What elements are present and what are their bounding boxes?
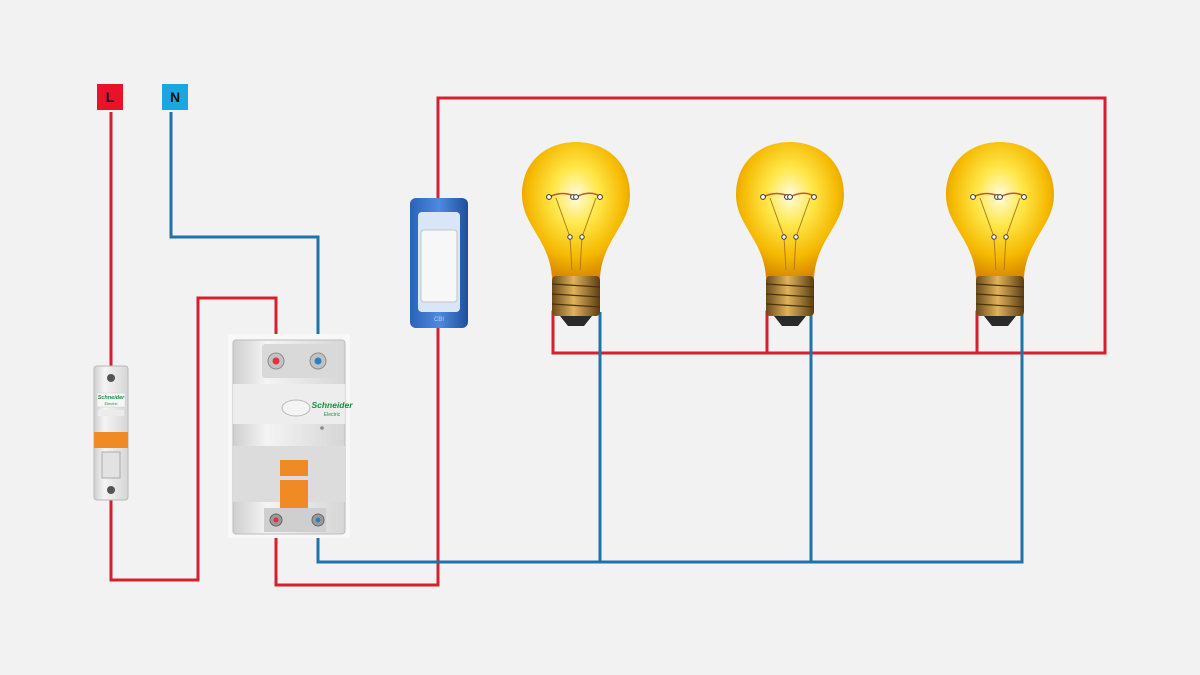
- bulb-glass: [946, 142, 1054, 278]
- breaker-brand: Schneider: [98, 395, 125, 401]
- bulb-support-wires: [979, 197, 1021, 271]
- light-switch[interactable]: CBI: [410, 198, 468, 328]
- lamp-3: [946, 142, 1054, 326]
- bulb-support-wires: [769, 197, 811, 271]
- bulb-thread: [975, 283, 1025, 288]
- circuit-breaker: Schneider Electric: [93, 365, 129, 501]
- filament-node: [579, 234, 585, 240]
- lamp-1: [522, 142, 630, 326]
- bulb-thread: [551, 303, 601, 308]
- filament-node: [567, 234, 573, 240]
- terminal-neutral-tag: N: [162, 84, 188, 110]
- bulb-glass: [736, 142, 844, 278]
- filament-node: [991, 234, 997, 240]
- filament-node: [811, 194, 817, 200]
- bulb-thread: [551, 283, 601, 288]
- rcd-brand-sub: Electric: [324, 412, 341, 418]
- bulb-tip: [774, 316, 806, 326]
- bulb-glass: [522, 142, 630, 278]
- filament-node: [970, 194, 976, 200]
- filament-node: [787, 194, 793, 200]
- filament-node: [997, 194, 1003, 200]
- filament-node: [760, 194, 766, 200]
- filament-node: [793, 234, 799, 240]
- terminal-live-tag: L: [97, 84, 123, 110]
- wire-neutral-n-to-rcd: [169, 112, 320, 356]
- breaker-brand-sub: Electric: [104, 401, 117, 406]
- filament-node: [1021, 194, 1027, 200]
- filament-node: [573, 194, 579, 200]
- terminal-neutral-label: N: [169, 89, 181, 105]
- rcd-toggle-upper[interactable]: [280, 460, 308, 476]
- bulb-thread: [975, 303, 1025, 308]
- bulb-support-wires: [555, 197, 597, 271]
- bulb-thread: [975, 293, 1025, 298]
- bulb-thread: [551, 293, 601, 298]
- rcd-device: Schneider Electric: [228, 334, 353, 538]
- breaker-toggle[interactable]: [94, 432, 128, 448]
- wire-neutral-rcd-to-lamps: [316, 312, 1024, 564]
- bulb-tip: [560, 316, 592, 326]
- bulb-tip: [984, 316, 1016, 326]
- filament-node: [546, 194, 552, 200]
- filament-node: [1003, 234, 1009, 240]
- filament-node: [781, 234, 787, 240]
- bulb-thread: [765, 293, 815, 298]
- bulb-thread: [765, 283, 815, 288]
- bulb-thread: [765, 303, 815, 308]
- switch-label: CBI: [434, 317, 444, 323]
- wire-live-breaker-to-rcd: [109, 296, 278, 582]
- rcd-brand: Schneider: [311, 400, 353, 410]
- lamp-2: [736, 142, 844, 326]
- terminal-live-label: L: [105, 89, 115, 105]
- filament-node: [597, 194, 603, 200]
- wire-live-rcd-to-switch: [274, 322, 440, 587]
